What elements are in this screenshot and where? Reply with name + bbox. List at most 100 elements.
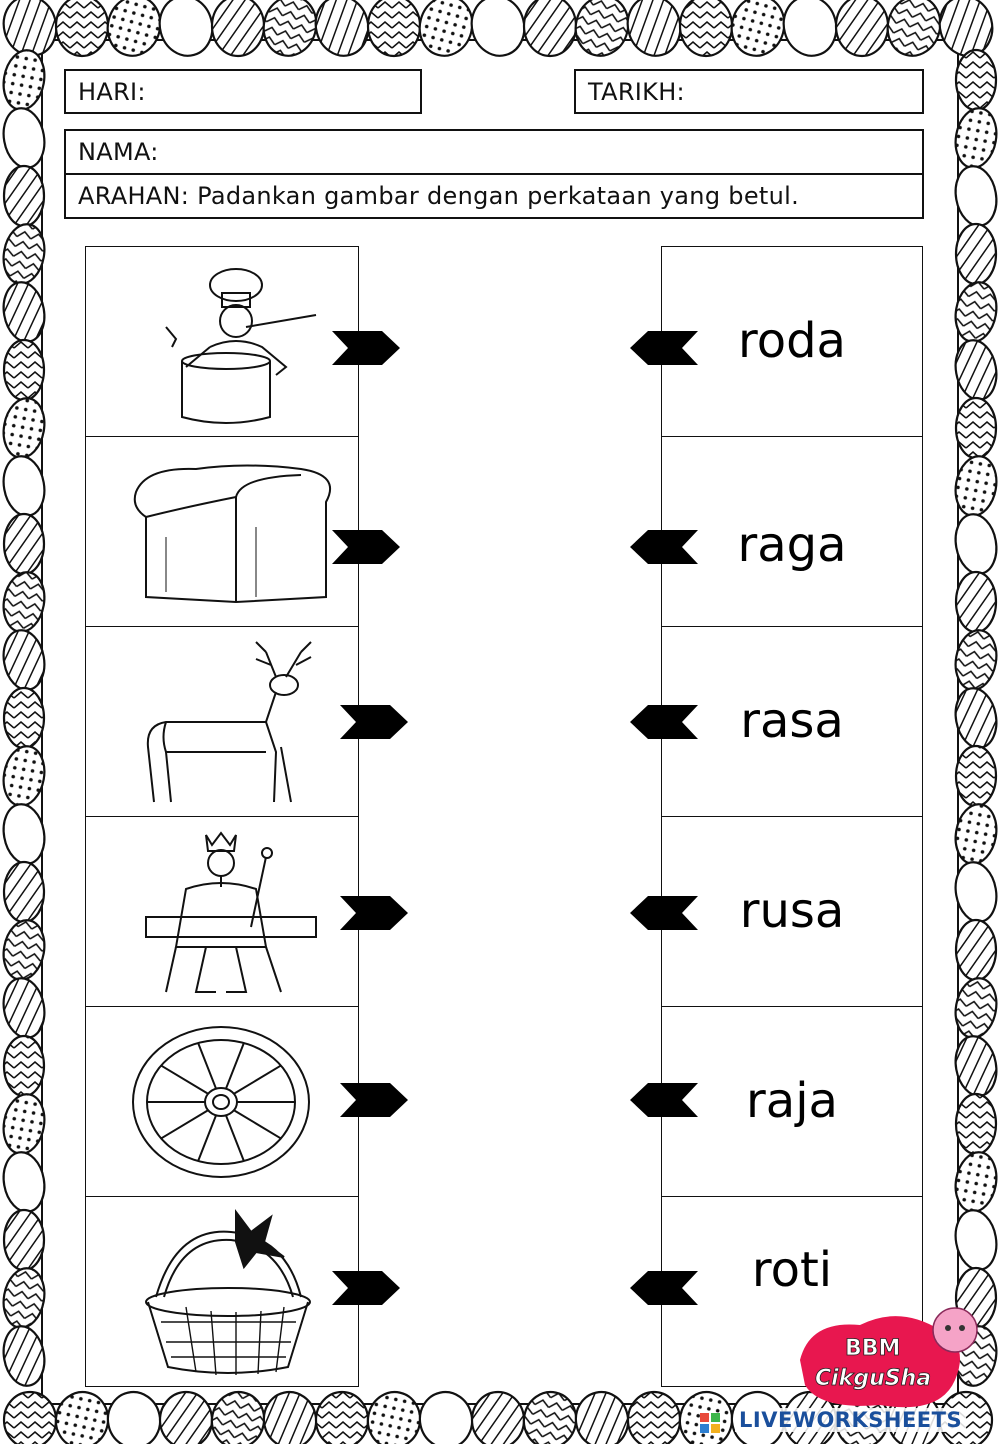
picture-connector-3[interactable] — [340, 705, 410, 739]
name-label: NAMA: — [78, 138, 159, 166]
word-rasa: rasa — [740, 693, 844, 749]
border-egg — [938, 0, 994, 57]
border-egg — [366, 0, 422, 58]
border-egg — [954, 48, 998, 112]
word-roti: roti — [751, 1242, 833, 1298]
border-egg — [210, 1390, 266, 1444]
word-roda: roda — [738, 313, 846, 369]
border-egg — [470, 0, 526, 57]
word-box-5: raja — [661, 1006, 923, 1197]
border-egg — [522, 1390, 578, 1444]
name-field[interactable]: NAMA: — [64, 129, 924, 175]
picture-box-chef — [85, 246, 359, 437]
wheel-spoke — [197, 1114, 217, 1162]
border-egg — [954, 570, 998, 634]
liveworksheets-watermark: LIVEWORKSHEETS — [735, 1408, 967, 1432]
date-field[interactable]: TARIKH: — [574, 69, 924, 114]
chef-icon — [165, 268, 317, 424]
logo-text-cikgusha: CikguSha — [815, 1366, 931, 1391]
border-egg — [106, 1390, 162, 1444]
word-rusa: rusa — [739, 883, 845, 939]
border-egg — [2, 1208, 46, 1272]
word-box-3: rasa — [661, 626, 923, 817]
border-egg — [954, 1092, 998, 1156]
picture-box-king — [85, 816, 359, 1007]
picture-box-basket — [85, 1196, 359, 1387]
wheel-spoke — [160, 1109, 209, 1140]
border-egg — [2, 338, 46, 402]
instruction-text: Padankan gambar dengan perkataan yang be… — [197, 182, 800, 210]
logo-splash — [800, 1316, 960, 1408]
border-egg — [210, 0, 266, 58]
border-egg — [314, 1390, 370, 1444]
border-egg — [782, 0, 838, 57]
border-egg — [834, 0, 890, 58]
border-egg — [2, 512, 46, 576]
liveworksheets-logo-icon — [700, 1413, 720, 1433]
border-egg — [158, 0, 214, 57]
border-egg — [418, 1390, 474, 1444]
date-label: TARIKH: — [588, 77, 685, 106]
border-egg — [2, 1325, 46, 1387]
logo-text-bbm: BBM — [845, 1336, 900, 1361]
word-box-4: rusa — [661, 816, 923, 1007]
day-label: HARI: — [78, 77, 146, 106]
border-egg — [954, 918, 998, 982]
word-box-2: raga — [661, 436, 923, 627]
border-egg — [574, 0, 630, 57]
border-egg — [2, 686, 46, 750]
word-connector-1[interactable] — [628, 331, 698, 365]
border-egg — [54, 0, 110, 58]
bbm-cikgusha-logo: BBM CikguSha — [800, 1307, 978, 1408]
border-egg — [470, 1390, 526, 1444]
word-raga: raga — [737, 517, 847, 573]
instruction-label: ARAHAN: — [78, 182, 190, 210]
picture-box-deer — [85, 626, 359, 817]
border-egg — [2, 164, 46, 228]
picture-connector-5[interactable] — [340, 1083, 410, 1117]
picture-box-bread — [85, 436, 359, 627]
border-egg — [626, 0, 682, 57]
border-egg — [366, 1390, 422, 1444]
word-connector-6[interactable] — [628, 1271, 698, 1305]
border-egg — [158, 1390, 214, 1444]
border-egg — [886, 0, 942, 57]
border-egg — [626, 1390, 682, 1444]
picture-connector-1[interactable] — [332, 331, 402, 365]
border-egg — [106, 0, 162, 57]
border-egg — [2, 860, 46, 924]
border-egg — [678, 0, 734, 58]
picture-connector-2[interactable] — [332, 530, 402, 564]
deer-icon — [146, 641, 312, 803]
word-connector-5[interactable] — [628, 1083, 698, 1117]
word-box-1: roda — [661, 246, 923, 437]
border-egg — [574, 1390, 630, 1444]
border-egg — [54, 1390, 110, 1444]
word-connector-3[interactable] — [628, 705, 698, 739]
wheel-spoke — [160, 1064, 209, 1095]
picture-connector-6[interactable] — [332, 1271, 402, 1305]
border-egg — [262, 1390, 318, 1444]
logo-character-icon — [932, 1307, 978, 1353]
word-connector-2[interactable] — [628, 530, 698, 564]
picture-connector-4[interactable] — [340, 896, 410, 930]
wheel-spoke — [225, 1042, 245, 1090]
picture-box-wheel — [85, 1006, 359, 1197]
basket-icon — [145, 1209, 311, 1376]
instruction-row: ARAHAN: Padankan gambar dengan perkataan… — [64, 173, 924, 219]
border-egg — [2, 1390, 58, 1444]
border-egg — [418, 0, 474, 57]
word-raja: raja — [746, 1073, 838, 1129]
border-egg — [314, 0, 370, 57]
border-egg — [730, 0, 786, 57]
border-egg — [2, 1034, 46, 1098]
king-icon — [145, 831, 317, 993]
bread-icon — [133, 464, 332, 604]
wheel-spoke — [225, 1114, 245, 1162]
border-egg — [522, 0, 578, 58]
word-connector-4[interactable] — [628, 896, 698, 930]
border-egg — [954, 744, 998, 808]
day-field[interactable]: HARI: — [64, 69, 422, 114]
wheel-spoke — [233, 1064, 282, 1095]
